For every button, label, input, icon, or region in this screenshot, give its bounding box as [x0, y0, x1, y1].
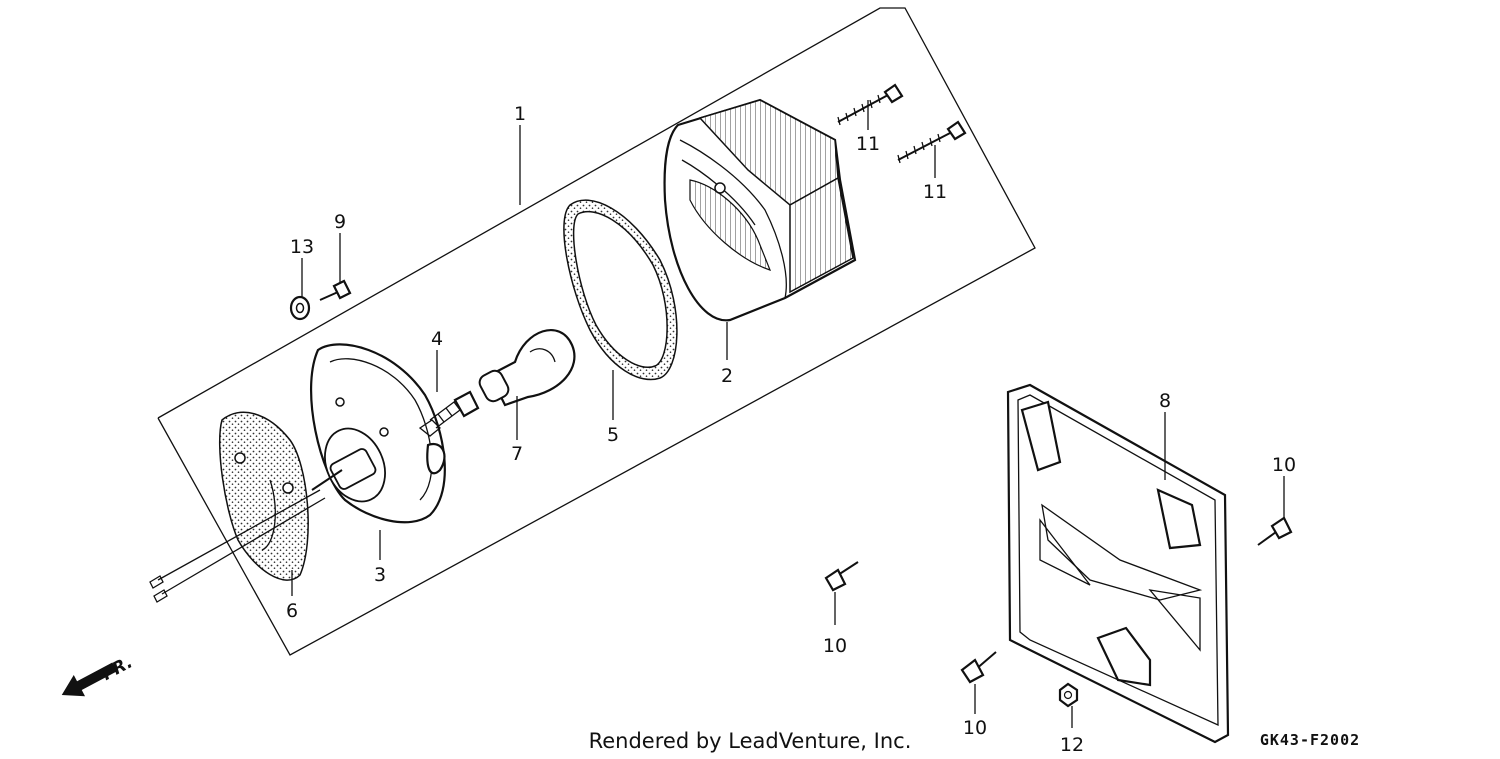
bolt-part-9: [319, 279, 352, 301]
socket-base-part: [310, 343, 446, 524]
callout-12: 12: [1060, 734, 1084, 756]
callout-4: 4: [431, 328, 443, 350]
callout-11-b: 11: [923, 181, 947, 203]
callout-7: 7: [511, 443, 523, 465]
callout-8: 8: [1159, 390, 1171, 412]
callout-10-c: 10: [1272, 454, 1296, 476]
license-plate-bracket-part: [1006, 383, 1230, 744]
taillight-lens-part: [663, 98, 857, 322]
assembly-outline: [157, 7, 1036, 656]
callout-2: 2: [721, 365, 733, 387]
front-direction-arrow-icon: [61, 662, 118, 697]
lens-screw-part-a: [837, 83, 904, 126]
bulb-socket-spring-part: [418, 390, 480, 437]
wire-leads: [149, 489, 326, 603]
callout-1: 1: [514, 103, 526, 125]
lens-gasket-part: [563, 199, 678, 381]
diagram-code: GK43-F2002: [1260, 731, 1360, 749]
leader-lines: [291, 100, 1285, 728]
gasket-part: [218, 411, 309, 581]
bracket-bolt-part-b: [960, 651, 997, 684]
callout-10-a: 10: [823, 635, 847, 657]
callout-11-a: 11: [856, 133, 880, 155]
callout-9: 9: [334, 211, 346, 233]
callout-3: 3: [374, 564, 386, 586]
bracket-bolt-part-c: [1257, 516, 1293, 546]
nut-part-12: [1058, 682, 1079, 708]
lens-screw-part-b: [897, 120, 967, 164]
credit-text: Rendered by LeadVenture, Inc.: [589, 729, 912, 753]
callout-13: 13: [290, 236, 314, 258]
washer-part-13: [289, 295, 311, 321]
callout-10-b: 10: [963, 717, 987, 739]
callout-5: 5: [607, 424, 619, 446]
front-direction-label: FR.: [99, 652, 136, 684]
bracket-bolt-part-a: [824, 561, 859, 592]
bulb-part: [478, 329, 576, 407]
callout-6: 6: [286, 600, 298, 622]
